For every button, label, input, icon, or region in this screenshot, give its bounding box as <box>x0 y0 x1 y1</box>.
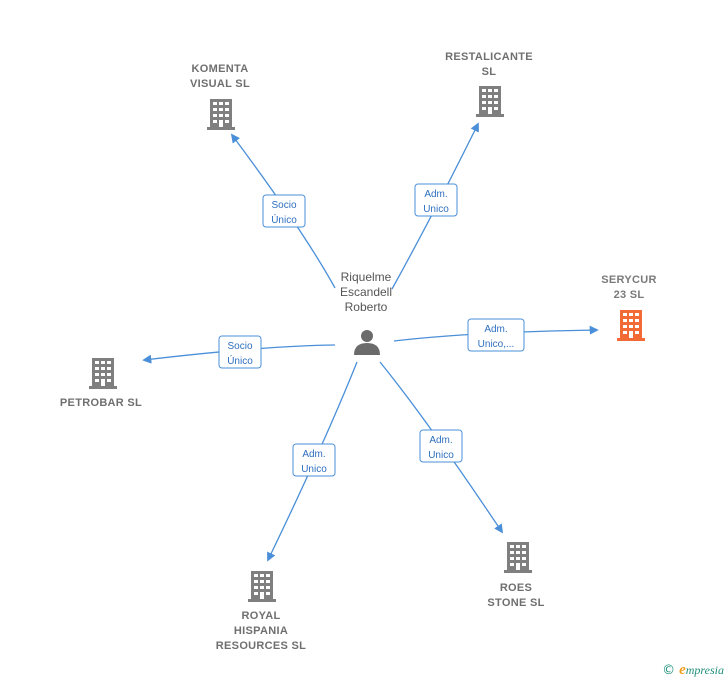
edge-label-line: Unico <box>428 450 454 461</box>
edge-label-line: Adm. <box>429 435 452 446</box>
company-label-line[interactable]: RESTALICANTE <box>445 51 533 63</box>
company-node-petrobar[interactable]: PETROBAR SL <box>60 358 142 409</box>
company-label-line[interactable]: PETROBAR SL <box>60 397 142 409</box>
edge-label-frame <box>419 429 463 463</box>
edge-label-box[interactable]: Adm. Unico <box>419 429 463 463</box>
edge-label-line: Unico <box>301 464 327 475</box>
company-node-roes[interactable]: ROES STONE SL <box>487 542 544 609</box>
building-icon <box>617 310 645 341</box>
company-node-komenta[interactable]: KOMENTA VISUAL SL <box>190 63 250 130</box>
edge-label-line: Unico,... <box>478 339 515 350</box>
edge-label-line: Socio <box>271 200 296 211</box>
brand-initial: e <box>679 662 686 678</box>
company-label-line[interactable]: VISUAL SL <box>190 78 250 90</box>
edge-label-frame <box>292 443 336 477</box>
building-icon <box>89 358 117 389</box>
building-icon <box>476 86 504 117</box>
building-icon <box>504 542 532 573</box>
edge-label-line: Adm. <box>484 324 507 335</box>
brand-name: mpresia <box>685 663 724 677</box>
person-icon <box>354 330 380 355</box>
company-node-serycur[interactable]: SERYCUR 23 SL <box>601 274 656 341</box>
edge-label-line: Adm. <box>302 449 325 460</box>
company-label-line[interactable]: STONE SL <box>487 597 544 609</box>
person-label-line[interactable]: Escandell <box>340 285 392 299</box>
person-label-line[interactable]: Roberto <box>345 300 388 314</box>
edges-layer: SocioÚnicoAdm.UnicoAdm.Unico,...SocioÚni… <box>142 122 599 562</box>
edge-restalicante: Adm. Unico <box>391 122 479 290</box>
company-node-restalicante[interactable]: RESTALICANTE SL <box>445 51 533 117</box>
company-label-line[interactable]: SERYCUR <box>601 274 656 286</box>
company-label-line[interactable]: 23 SL <box>614 289 645 301</box>
edge-label-frame <box>414 183 458 217</box>
edge-label-box[interactable]: Adm. Unico <box>414 183 458 217</box>
edge-label-box[interactable]: Adm. Unico <box>292 443 336 477</box>
edge-label-line: Unico <box>423 204 449 215</box>
building-icon <box>248 571 276 602</box>
company-label-line[interactable]: KOMENTA <box>192 63 249 75</box>
edge-label-frame <box>262 194 306 228</box>
empresia-logo: ©empresia <box>662 662 724 679</box>
company-label-line[interactable]: ROYAL <box>242 610 281 622</box>
edge-label-frame <box>218 335 262 369</box>
edge-serycur: Adm. Unico,... <box>393 318 599 352</box>
edge-label-line: Único <box>227 354 253 367</box>
edge-label-line: Adm. <box>424 189 447 200</box>
edge-royal: Adm. Unico <box>267 361 358 562</box>
edge-roes: Adm. Unico <box>379 361 504 534</box>
nodes-layer: KOMENTA VISUAL SL RESTALICANTE SL SERYCUR 23 … <box>60 51 657 652</box>
edge-label-line: Socio <box>227 341 252 352</box>
edge-label-line: Único <box>271 213 297 226</box>
company-label-line[interactable]: ROES <box>500 582 532 594</box>
company-label-line[interactable]: SL <box>482 66 497 78</box>
edge-label-frame <box>467 318 525 352</box>
building-icon <box>207 99 235 130</box>
person-label-line[interactable]: Riquelme <box>341 270 392 284</box>
company-node-royal[interactable]: ROYAL HISPANIA RESOURCES SL <box>216 571 306 652</box>
company-label-line[interactable]: RESOURCES SL <box>216 640 306 652</box>
company-label-line[interactable]: HISPANIA <box>234 625 288 637</box>
copyright-symbol: © <box>662 663 676 678</box>
edge-label-box[interactable]: Adm. Unico,... <box>467 318 525 352</box>
